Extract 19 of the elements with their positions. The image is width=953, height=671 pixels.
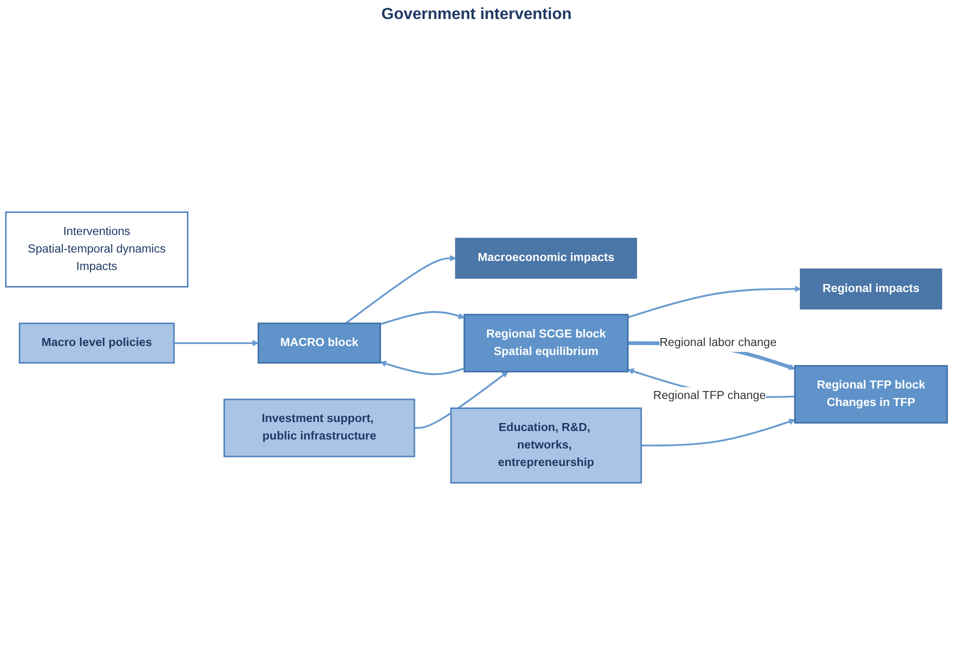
node-box: Interventions Spatial-temporal dynamics Impacts — [5, 211, 188, 288]
node-box: Macro level policies — [18, 322, 175, 364]
arrow — [414, 371, 508, 429]
arrow — [628, 286, 801, 318]
node-box: Investment support, public infrastructure — [224, 398, 416, 458]
arrow — [641, 418, 796, 446]
node-box: Education, R&D, networks, entrepreneurship — [450, 407, 642, 484]
edge-label: Regional TFP change — [653, 389, 766, 402]
arrow — [345, 255, 456, 324]
node-box: Regional impacts — [800, 268, 942, 310]
arrow — [380, 311, 465, 326]
node-box: Regional TFP block Changes in TFP — [794, 365, 948, 424]
arrow — [380, 360, 465, 376]
node-box: MACRO block — [258, 322, 381, 364]
arrow — [174, 340, 259, 346]
edge-label: Regional labor change — [659, 336, 777, 349]
node-box: Regional SCGE block Spatial equilibrium — [464, 314, 629, 372]
note-text: Government intervention — [381, 6, 572, 23]
node-box: Macroeconomic impacts — [455, 238, 638, 279]
